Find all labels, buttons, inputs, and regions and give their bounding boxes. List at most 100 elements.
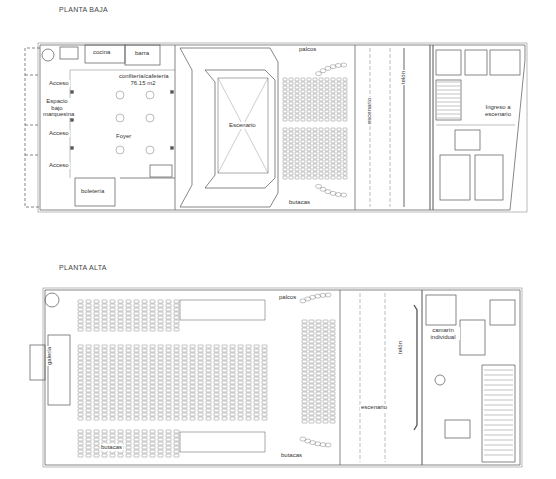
stair-tread [484,435,513,436]
room [490,50,520,75]
seat [325,98,329,101]
seat [238,381,243,384]
seat [316,364,321,367]
seat [309,416,314,419]
seat [134,409,139,412]
seat [330,344,335,347]
seat [331,148,335,151]
seat [206,381,211,384]
seat [309,376,314,379]
seat [214,385,219,388]
seat [142,401,147,404]
seat [307,106,311,109]
seat [174,389,179,392]
seat [313,86,317,89]
seat [309,400,314,403]
seat [313,78,317,81]
seat [190,417,195,420]
seat [198,413,203,416]
toilet [490,300,515,325]
seat [319,102,323,105]
seat [323,384,328,387]
seat [174,381,179,384]
seat [94,397,99,400]
seat [325,156,329,159]
marquee-line [25,75,40,76]
stage-edge [340,290,341,465]
seat [316,340,321,343]
dressing-room [440,155,470,200]
seat [343,164,347,167]
seat [134,389,139,392]
seat [230,409,235,412]
seat [134,357,139,360]
seat [295,176,299,179]
seat [174,377,179,380]
seat [174,353,179,356]
seat [86,304,91,307]
seat [295,86,299,89]
seat [343,156,347,159]
seat [230,373,235,376]
seat [331,152,335,155]
seat [246,361,251,364]
seat [118,389,123,392]
seat [230,397,235,400]
seat [302,344,307,347]
seat [118,353,123,356]
seat [325,168,329,171]
seat [142,430,147,433]
seat [222,377,227,380]
seat [110,417,115,420]
seat [222,385,227,388]
seat [289,110,293,113]
seat [325,102,329,105]
seat [134,450,139,453]
seat [158,450,163,453]
seat [238,401,243,404]
seat [319,90,323,93]
seat [118,377,123,380]
seat [262,397,267,400]
seat [110,308,115,311]
seat [190,393,195,396]
seat [206,357,211,360]
seat [246,409,251,412]
seat [166,365,171,368]
seat [134,434,139,437]
room-label: Foyer [115,133,132,140]
seat [313,176,317,179]
seat [182,373,187,376]
seat [343,114,347,117]
seat [325,148,329,151]
seat [313,94,317,97]
seat [302,384,307,387]
seat [323,420,328,423]
seat [323,416,328,419]
wall [436,125,515,126]
seat [134,365,139,368]
seat [94,438,99,441]
stair-tread [484,440,513,441]
seat [78,300,83,303]
seat [158,405,163,408]
seat [150,369,155,372]
seat [78,373,83,376]
room-label: telón [397,340,404,355]
seat [102,353,107,356]
seat [118,345,123,348]
seat [86,405,91,408]
seat [166,304,171,307]
seat [78,385,83,388]
seat [182,381,187,384]
stage-line [390,48,391,207]
seat [110,405,115,408]
foyer-line [70,70,175,71]
seat [254,393,259,396]
seat [198,377,203,380]
seat [166,316,171,319]
seat [150,397,155,400]
seat [94,434,99,437]
seat [78,430,83,433]
seat [289,168,293,171]
